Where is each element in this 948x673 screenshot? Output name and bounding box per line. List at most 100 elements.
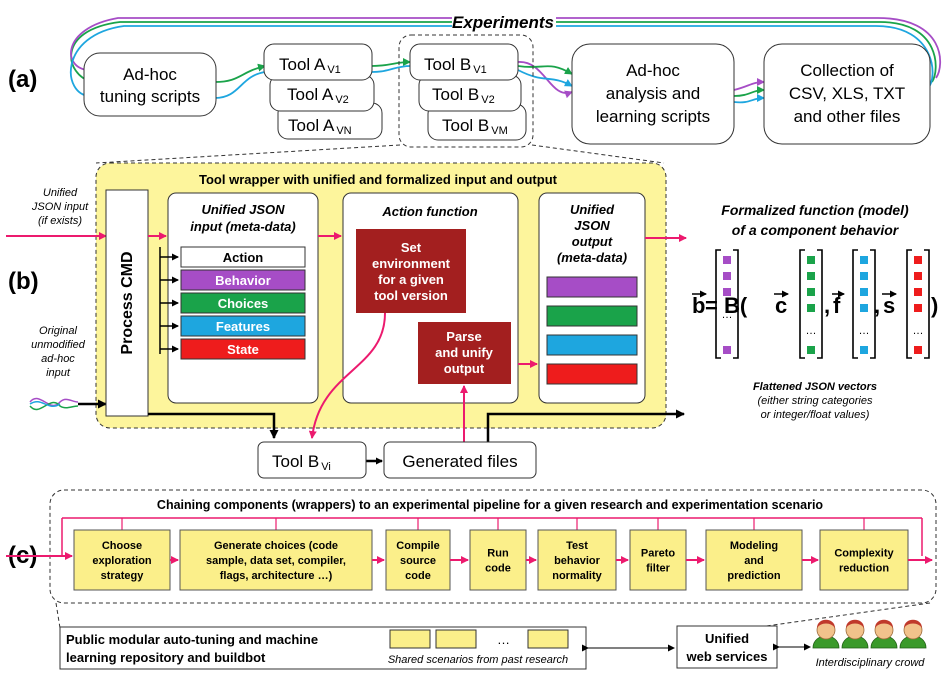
- section-label-b: (b): [8, 268, 39, 295]
- pipeline-step-label: Generate choices (code: [214, 540, 338, 552]
- vector-left-bracket: [799, 249, 805, 359]
- input-item-state: [180, 338, 306, 360]
- vector-dots: …: [859, 325, 870, 337]
- flattened-line3: or integer/float values): [761, 409, 870, 421]
- pipeline-step-label: Run: [487, 548, 509, 560]
- original-input-label-3: ad-hoc: [41, 353, 75, 365]
- web-services-box: [676, 625, 778, 669]
- collection-line1: Collection of: [800, 61, 894, 80]
- pipeline-panel: [49, 489, 937, 604]
- pipeline-step-label: flags, architecture …): [220, 570, 333, 582]
- person-icon: [870, 619, 898, 649]
- unified-input-label-1: Unified: [43, 187, 78, 199]
- output-bar: [546, 334, 638, 356]
- output-bar: [546, 276, 638, 298]
- vector-element: [860, 304, 868, 312]
- adhoc-analysis-box: Ad-hoc analysis and learning scripts: [571, 43, 735, 145]
- vector-element: [914, 346, 922, 354]
- pipeline-step-label: Compile: [396, 540, 439, 552]
- unified-input-label-3: (if exists): [38, 215, 82, 227]
- vector-s: s: [883, 293, 895, 318]
- pipeline-step-label: Pareto: [641, 548, 676, 560]
- shared-scenario-2: [435, 629, 477, 649]
- pink-flow-arrows: [148, 232, 687, 446]
- vector-element: [914, 256, 922, 264]
- pipeline-step-label: source: [400, 555, 436, 567]
- vector-element: [807, 256, 815, 264]
- process-cmd-label: Process CMD: [119, 251, 136, 354]
- pipeline-step-label: code: [405, 570, 431, 582]
- pipeline-step: [819, 529, 909, 591]
- original-input-label-1: Original: [39, 325, 77, 337]
- adhoc-tuning-box: Ad-hoc tuning scripts: [83, 52, 217, 117]
- vector-element: [860, 256, 868, 264]
- collection-box: Collection of CSV, XLS, TXT and other fi…: [763, 43, 931, 145]
- close-paren: ): [931, 293, 938, 318]
- pipeline-step-label: behavior: [554, 555, 601, 567]
- services-link-line: [751, 602, 931, 629]
- pipeline-title: Chaining components (wrappers) to an exp…: [157, 498, 824, 512]
- original-input-squiggle: [29, 397, 79, 411]
- pipeline-step-label: sample, data set, compiler,: [206, 555, 346, 567]
- generated-files-box: [383, 441, 537, 479]
- part-c: (c) Chaining components (wrappers) to an…: [6, 489, 937, 670]
- vector-right-bracket: [924, 249, 930, 359]
- process-cmd-box: [105, 189, 149, 417]
- input-item-label: Choices: [218, 296, 269, 311]
- tool-b-vi-box: [257, 441, 367, 479]
- vector-element: [914, 288, 922, 296]
- input-box-title-1: Unified JSON: [201, 202, 285, 217]
- vector-brackets: …………: [715, 249, 930, 359]
- formalized-title-2: of a component behavior: [732, 222, 900, 238]
- zoom-line-left: [95, 144, 401, 164]
- vector-b: b: [692, 293, 705, 318]
- vector-element: [807, 304, 815, 312]
- input-item-label: Behavior: [215, 273, 271, 288]
- vector-f: f: [833, 293, 841, 318]
- pipeline-step: [73, 529, 171, 591]
- vector-left-bracket: [715, 249, 721, 359]
- vector-element: [860, 288, 868, 296]
- pipeline-step-label: Choose: [102, 540, 142, 552]
- pipeline-step: [629, 529, 687, 591]
- set-env-line2: environment: [372, 256, 451, 271]
- pipeline-step-label: Test: [566, 540, 588, 552]
- vector-element: [723, 346, 731, 354]
- input-box-title-2: input (meta-data): [190, 219, 295, 234]
- pipeline-step-label: and: [744, 555, 764, 567]
- action-function-title: Action function: [381, 204, 477, 219]
- adhoc-analysis-line3: learning scripts: [596, 107, 710, 126]
- output-title-2: JSON: [574, 218, 610, 233]
- pipeline-step-label: prediction: [727, 570, 780, 582]
- part-a: (a) Experiments Ad-hoc tuning scripts: [8, 13, 942, 164]
- original-input-label-4: input: [46, 367, 71, 379]
- vector-element: [723, 272, 731, 280]
- adhoc-tuning-line2: tuning scripts: [100, 87, 200, 106]
- collection-line2: CSV, XLS, TXT: [789, 84, 905, 103]
- vector-element: [807, 346, 815, 354]
- set-env-line4: tool version: [374, 288, 448, 303]
- web-services-line2: web services: [686, 649, 768, 664]
- person-icon: [841, 619, 869, 649]
- vector-element: [807, 288, 815, 296]
- input-item-choices: [180, 292, 306, 314]
- formula: b = B( c , f , s ) …………: [692, 249, 938, 359]
- vector-right-bracket: [870, 249, 876, 359]
- input-item-features: [180, 315, 306, 337]
- pipeline-step: [705, 529, 803, 591]
- pipeline-step-label: strategy: [101, 570, 145, 582]
- experiments-label: Experiments: [452, 13, 554, 32]
- section-label-a: (a): [8, 66, 37, 93]
- pipeline-step-label: filter: [646, 563, 671, 575]
- pipeline-step-label: code: [485, 563, 511, 575]
- pipeline-step: [385, 529, 451, 591]
- input-item-label: Action: [223, 250, 264, 265]
- vector-right-bracket: [817, 249, 823, 359]
